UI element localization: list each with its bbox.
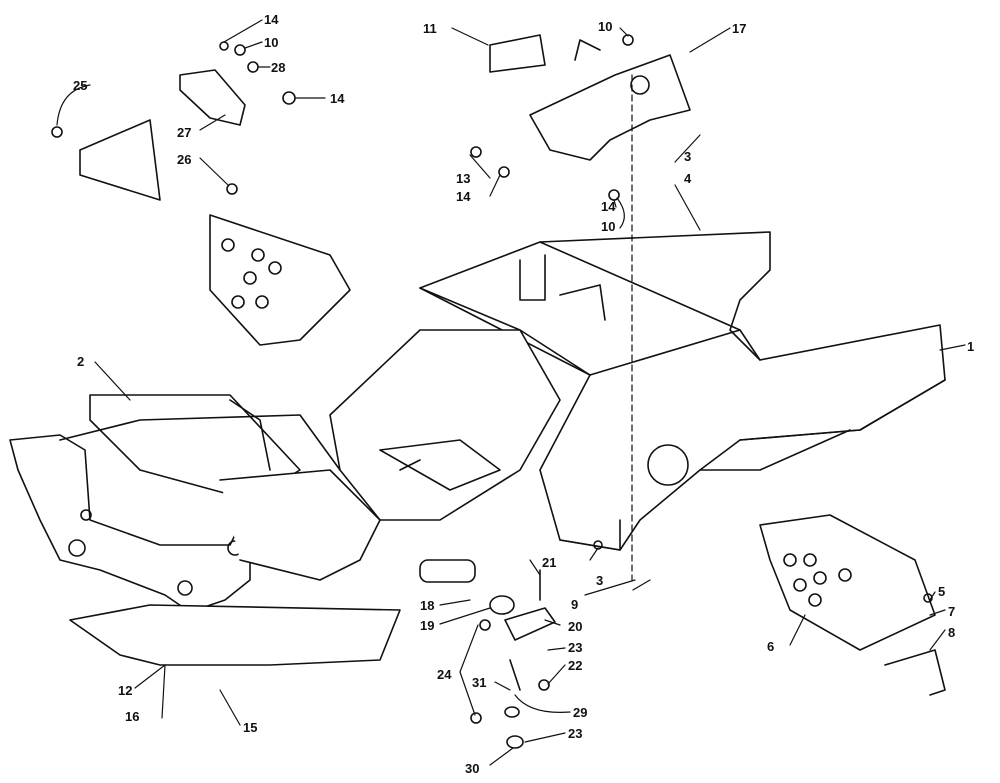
callout-30: 30 [465,761,480,776]
callout-11: 11 [423,21,437,36]
leader-lines [56,19,966,766]
callout-20: 20 [568,619,583,634]
callout-7: 7 [948,604,956,619]
skid-plate [69,604,401,666]
callout-17: 17 [732,21,747,36]
callout-3: 3 [596,573,604,588]
callout-19: 19 [420,618,435,633]
callout-5: 5 [938,584,946,599]
callout-28: 28 [271,60,286,75]
callout-29: 29 [573,705,588,720]
callout-15: 15 [243,720,258,735]
upper-footrest-plate [79,119,351,346]
callout-13: 13 [456,171,471,186]
callout-14: 14 [264,12,279,27]
tunnel-floor [329,329,561,521]
callout-10: 10 [601,219,616,234]
callout-10: 10 [264,35,279,50]
callout-23: 23 [568,640,583,655]
callout-24: 24 [437,667,452,682]
callout-10: 10 [598,19,613,34]
callout-31: 31 [472,675,487,690]
callout-12: 12 [118,683,133,698]
callout-14: 14 [330,91,345,106]
callout-4: 4 [684,171,692,186]
bracket-27 [179,69,246,126]
callout-26: 26 [177,152,192,167]
callout-16: 16 [125,709,140,724]
plate-11 [489,34,546,73]
lower-footrest-plate [759,514,946,696]
callout-3: 3 [684,149,692,164]
callout-25: 25 [73,78,88,93]
callout-21: 21 [542,555,557,570]
callout-14: 14 [601,199,616,214]
callout-6: 6 [767,639,775,654]
callout-8: 8 [948,625,956,640]
callout-18: 18 [420,598,435,613]
callout-2: 2 [77,354,85,369]
callout-9: 9 [571,597,579,612]
callout-27: 27 [177,125,192,140]
front-bumper-frame [9,394,381,613]
callout-1: 1 [967,339,975,354]
callout-23: 23 [568,726,583,741]
steering-support [529,39,691,161]
small-hardware [51,34,933,691]
callout-14: 14 [456,189,471,204]
link-hardware [419,559,556,749]
callout-22: 22 [568,658,583,673]
